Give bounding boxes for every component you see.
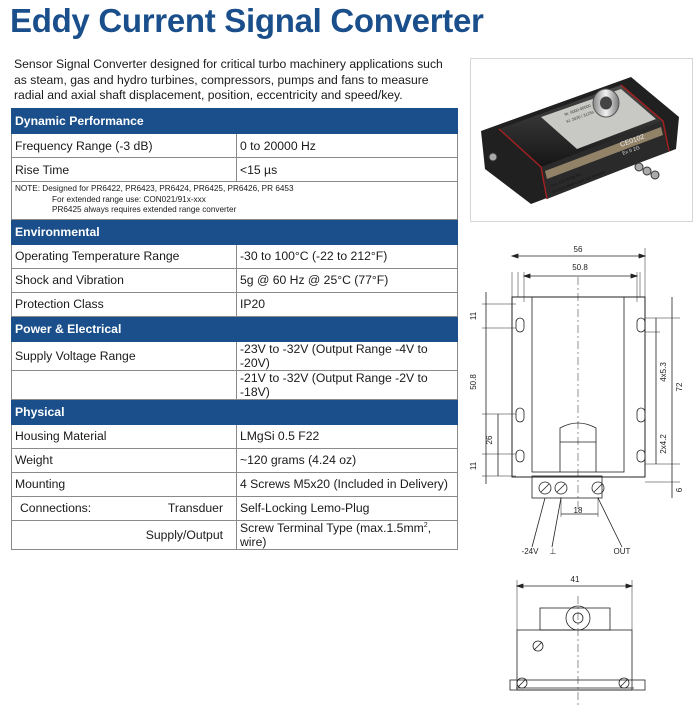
- table-row: Supply Voltage Range -23V to -32V (Outpu…: [11, 340, 458, 371]
- supply-output-label: Supply/Output: [145, 527, 223, 542]
- dim-left-mid: 50.8: [469, 374, 478, 390]
- transducer-label: Transduer: [167, 501, 223, 515]
- note-line: For extended range use: CON021/91x-xxx: [52, 194, 206, 204]
- row-value: ~120 grams (4.24 oz): [236, 447, 458, 473]
- page-title: Eddy Current Signal Converter: [10, 2, 484, 39]
- note-line: NOTE: Designed for PR6422, PR6423, PR642…: [15, 184, 294, 193]
- row-label: Operating Temperature Range: [11, 243, 237, 269]
- section-header-physical: Physical: [11, 398, 458, 425]
- dim-width: 56: [574, 245, 583, 254]
- row-value: 4 Screws M5x20 (Included in Delivery): [236, 471, 458, 497]
- svg-text:Ex II 2G: Ex II 2G: [622, 145, 641, 157]
- row-value: LMgSi 0.5 F22: [236, 423, 458, 449]
- supply-output-value: Screw Terminal Type (max.1.5mm2, wire): [236, 519, 458, 550]
- product-description: Sensor Signal Converter designed for cri…: [14, 57, 443, 102]
- row-label: Frequency Range (-3 dB): [11, 133, 237, 158]
- row-value: IP20: [236, 291, 458, 317]
- table-row: Frequency Range (-3 dB) 0 to 20000 Hz: [11, 133, 458, 158]
- section-header-dynamic: Dynamic Performance: [11, 108, 458, 134]
- dim-18: 18: [574, 506, 583, 515]
- note-row: NOTE: Designed for PR6422, PR6423, PR642…: [11, 181, 458, 220]
- row-value: 5g @ 60 Hz @ 25°C (77°F): [236, 267, 458, 293]
- table-row: Protection Class IP20: [11, 291, 458, 317]
- table-row: Operating Temperature Range -30 to 100°C…: [11, 243, 458, 269]
- table-row: Shock and Vibration 5g @ 60 Hz @ 25°C (7…: [11, 267, 458, 293]
- dim-left-26: 26: [485, 435, 494, 444]
- row-label: Protection Class: [11, 291, 237, 317]
- dim-inner: 50.8: [572, 263, 588, 272]
- row-label: Weight: [11, 447, 237, 473]
- table-row: -21V to -32V (Output Range -2V to -18V): [11, 369, 458, 400]
- row-value: -23V to -32V (Output Range -4V to -20V): [236, 340, 458, 371]
- dim-right-4x5: 4x5.3: [659, 362, 668, 382]
- dim-right-6: 6: [675, 487, 684, 492]
- note-line: PR6425 always requires extended range co…: [52, 205, 237, 214]
- table-row: Weight ~120 grams (4.24 oz): [11, 447, 458, 473]
- section-header-environmental: Environmental: [11, 218, 458, 245]
- dimension-drawing-side: 41: [500, 568, 670, 713]
- row-value: -21V to -32V (Output Range -2V to -18V): [236, 369, 458, 400]
- dim-left-bottom: 11: [469, 461, 478, 470]
- row-label: Mounting: [11, 471, 237, 497]
- connections-label: Connections:: [20, 501, 92, 515]
- row-value: 0 to 20000 Hz: [236, 133, 458, 158]
- table-row: Housing Material LMgSi 0.5 F22: [11, 423, 458, 449]
- table-row: Rise Time <15 µs: [11, 157, 458, 182]
- row-label: [11, 369, 237, 400]
- table-row-connections: Connections: Transduer Self-Locking Lemo…: [11, 495, 458, 521]
- row-value: <15 µs: [236, 157, 458, 182]
- dim-41: 41: [571, 575, 580, 584]
- row-label: Housing Material: [11, 423, 237, 449]
- label-out: OUT: [614, 547, 631, 556]
- row-label: Supply Voltage Range: [11, 340, 237, 371]
- label-minus24v: -24V: [522, 547, 540, 556]
- table-row-supply: Supply/Output Screw Terminal Type (max.1…: [11, 519, 458, 550]
- table-row: Mounting 4 Screws M5x20 (Included in Del…: [11, 471, 458, 497]
- dim-left-top: 11: [469, 311, 478, 320]
- product-photo: CON 021 Nr. 6000-00000 Kl. 2026 / 3125s …: [470, 58, 693, 222]
- dim-right-72: 72: [675, 382, 684, 391]
- svg-text:CON 021: CON 021: [562, 99, 580, 110]
- spec-table: Dynamic Performance Frequency Range (-3 …: [11, 108, 458, 550]
- section-header-power: Power & Electrical: [11, 315, 458, 342]
- row-value: -30 to 100°C (-22 to 212°F): [236, 243, 458, 269]
- dim-right-2x4: 2x4.2: [659, 434, 668, 454]
- transducer-value: Self-Locking Lemo-Plug: [236, 495, 458, 521]
- dimension-drawing-front: 56 50.8 18 -24V ⊥: [460, 232, 694, 567]
- label-ground: ⊥: [550, 547, 557, 556]
- row-label: Shock and Vibration: [11, 267, 237, 293]
- row-label: Rise Time: [11, 157, 237, 182]
